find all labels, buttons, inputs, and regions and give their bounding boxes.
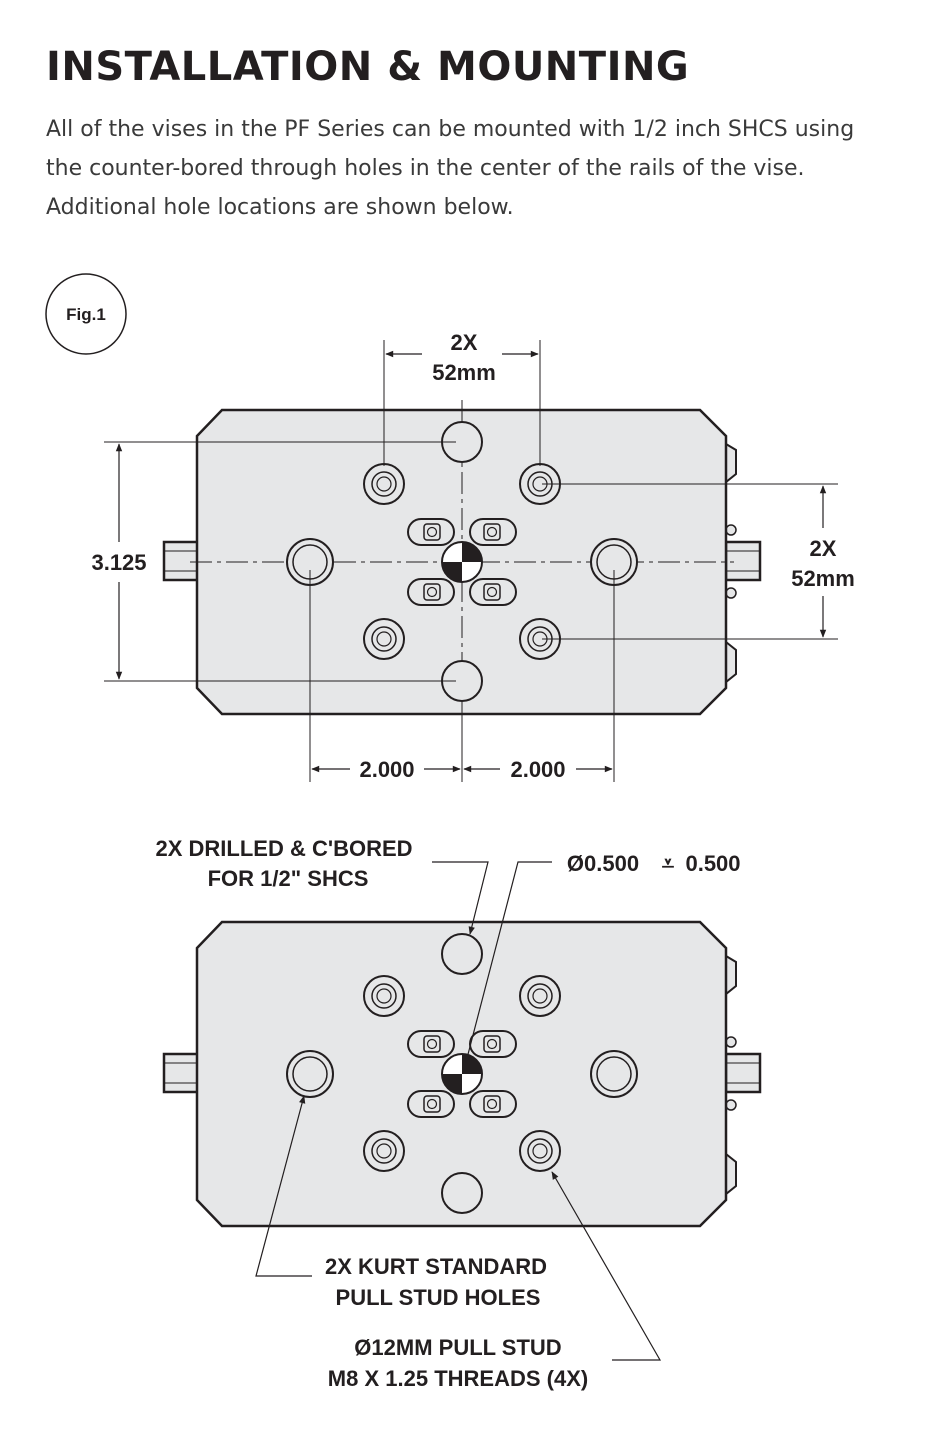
figure-badge-label: Fig.1 <box>66 305 106 324</box>
dim-bottom-left: 2.000 <box>359 757 414 782</box>
pull-stud-hole <box>363 463 405 505</box>
pull-stud-hole <box>519 618 561 660</box>
callout-kurt-holes: 2X KURT STANDARD PULL STUD HOLES <box>255 1095 547 1310</box>
dimension-top-52mm: 2X 52mm <box>383 330 541 466</box>
callout-stud-line1: Ø12MM PULL STUD <box>354 1335 561 1360</box>
slot <box>407 518 455 546</box>
left-rail <box>162 1052 200 1094</box>
dimension-right-52mm: 2X 52mm <box>542 483 855 640</box>
pull-stud-hole <box>363 618 405 660</box>
callout-diameter: Ø0.500 <box>567 851 639 876</box>
depth-icon: ⩡ <box>662 851 675 876</box>
dim-right-count: 2X <box>810 536 837 561</box>
intro-line: All of the vises in the PF Series can be… <box>46 117 855 142</box>
slot <box>469 518 517 546</box>
pull-stud-hole <box>519 1130 561 1172</box>
vise-bottom-view <box>162 920 762 1228</box>
slot <box>407 578 455 606</box>
callout-drilled-line2: FOR 1/2" SHCS <box>208 866 369 891</box>
slot <box>407 1090 455 1118</box>
callout-kurt-line1: 2X KURT STANDARD <box>325 1254 547 1279</box>
slot <box>469 1030 517 1058</box>
page-title: INSTALLATION & MOUNTING <box>46 44 690 90</box>
callout-diameter-depth: Ø0.500 ⩡ 0.500 <box>464 851 741 1063</box>
kurt-hole <box>590 1050 638 1098</box>
figure-badge: Fig.1 <box>45 273 127 355</box>
callout-depth: 0.500 <box>685 851 740 876</box>
callout-drilled-line1: 2X DRILLED & C'BORED <box>155 836 412 861</box>
dim-right-value: 52mm <box>791 566 855 591</box>
pull-stud-hole <box>363 975 405 1017</box>
slot <box>469 1090 517 1118</box>
dimension-height-3125: 3.125 <box>91 441 456 682</box>
kurt-hole <box>286 1050 334 1098</box>
datum-symbol <box>441 1053 483 1095</box>
cbore-hole <box>441 1172 483 1214</box>
pull-stud-hole <box>363 1130 405 1172</box>
vise-top-view <box>162 400 762 726</box>
slot <box>469 578 517 606</box>
left-rail <box>162 540 200 582</box>
dim-top-count: 2X <box>451 330 478 355</box>
right-rail <box>724 1052 762 1094</box>
callout-pull-stud: Ø12MM PULL STUD M8 X 1.25 THREADS (4X) <box>328 1171 662 1391</box>
right-rail <box>724 540 762 582</box>
cbore-hole <box>441 933 483 975</box>
dim-top-value: 52mm <box>432 360 496 385</box>
callout-stud-line2: M8 X 1.25 THREADS (4X) <box>328 1366 588 1391</box>
dim-bottom-right: 2.000 <box>510 757 565 782</box>
pull-stud-hole <box>519 975 561 1017</box>
dim-height-value: 3.125 <box>91 550 146 575</box>
intro-paragraph: All of the vises in the PF Series can be… <box>46 110 906 227</box>
datum-symbol <box>441 541 483 583</box>
dimension-bottom-2000: 2.000 2.000 <box>309 570 615 782</box>
callout-kurt-line2: PULL STUD HOLES <box>336 1285 541 1310</box>
intro-line: the counter-bored through holes in the c… <box>46 156 805 181</box>
slot <box>407 1030 455 1058</box>
callout-drilled-cbored: 2X DRILLED & C'BORED FOR 1/2" SHCS <box>155 836 489 935</box>
intro-line: Additional hole locations are shown belo… <box>46 195 514 220</box>
